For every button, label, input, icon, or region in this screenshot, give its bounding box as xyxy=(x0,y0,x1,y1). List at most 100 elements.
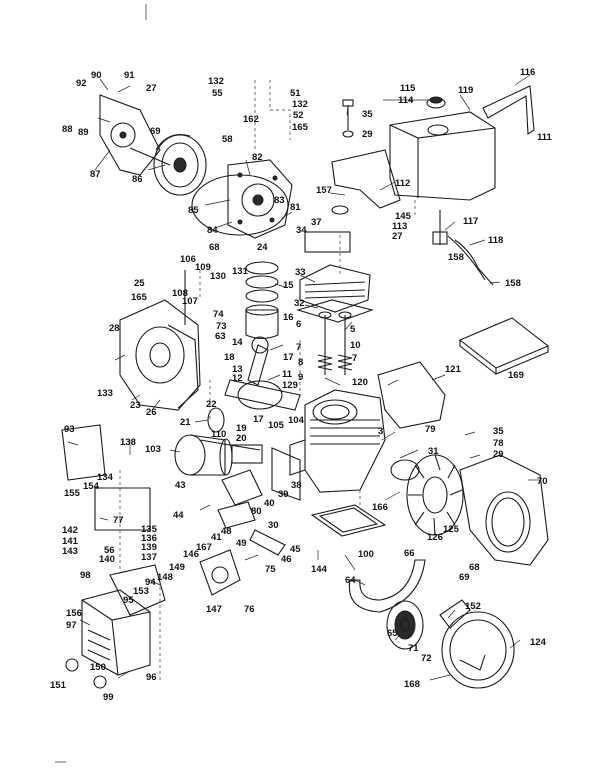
label-90: 90 xyxy=(91,70,102,81)
label-150: 150 xyxy=(90,662,106,673)
label-149: 149 xyxy=(169,562,185,573)
label-133: 133 xyxy=(97,388,113,399)
label-116: 116 xyxy=(520,67,535,78)
label-76: 76 xyxy=(244,604,255,615)
label-165: 165 xyxy=(292,122,309,133)
label-78: 78 xyxy=(493,438,504,449)
label-168: 168 xyxy=(404,679,420,690)
label-103: 103 xyxy=(145,444,161,455)
label-41: 41 xyxy=(211,532,222,543)
label-83: 83 xyxy=(274,195,285,206)
label-28: 28 xyxy=(109,323,120,334)
air-cleaner xyxy=(65,589,151,689)
crankshaft xyxy=(199,336,301,451)
label-120: 120 xyxy=(352,377,368,388)
label-146: 146 xyxy=(183,549,199,560)
backplate xyxy=(227,159,293,239)
label-93: 93 xyxy=(64,424,75,435)
part-labels: 90 91 92 27 88 89 69 87 86 85 84 68 82 8… xyxy=(50,67,553,703)
label-145: 145 xyxy=(395,211,412,222)
label-85: 85 xyxy=(188,205,199,216)
label-89: 89 xyxy=(78,127,89,138)
label-158b: 158 xyxy=(505,278,521,289)
carburetor xyxy=(199,447,301,596)
label-108: 108 xyxy=(172,288,188,299)
label-16: 16 xyxy=(283,312,294,323)
label-119: 119 xyxy=(458,85,473,96)
label-69: 69 xyxy=(150,126,161,137)
label-99: 99 xyxy=(103,692,114,703)
label-84: 84 xyxy=(207,225,218,236)
label-105: 105 xyxy=(268,420,285,431)
label-81: 81 xyxy=(290,202,301,213)
label-70: 70 xyxy=(537,476,548,487)
label-110: 110 xyxy=(211,429,226,440)
label-139: 139 xyxy=(141,542,157,553)
label-106: 106 xyxy=(180,254,196,265)
label-137: 137 xyxy=(141,552,157,563)
label-82: 82 xyxy=(252,152,263,163)
label-72: 72 xyxy=(421,653,432,664)
label-117: 117 xyxy=(463,216,478,227)
label-34: 34 xyxy=(296,225,307,236)
label-3: 3 xyxy=(378,426,383,437)
label-153: 153 xyxy=(133,586,149,597)
recoil-starter xyxy=(439,599,515,689)
label-27: 27 xyxy=(146,83,157,94)
crankcase-cover xyxy=(119,270,201,411)
fuel-tank xyxy=(389,85,535,286)
label-17b: 17 xyxy=(253,414,264,425)
label-147: 147 xyxy=(206,604,222,615)
cylinder-head xyxy=(296,264,374,323)
cylinder-block xyxy=(289,389,386,493)
label-80: 80 xyxy=(251,506,262,517)
label-68b: 68 xyxy=(469,562,480,573)
label-27b: 27 xyxy=(392,231,403,242)
label-46: 46 xyxy=(281,554,292,565)
label-109: 109 xyxy=(195,262,211,273)
muffler xyxy=(174,434,263,476)
label-8: 8 xyxy=(298,357,303,368)
label-22: 22 xyxy=(206,399,217,410)
label-131: 131 xyxy=(232,266,249,277)
label-6: 6 xyxy=(296,319,301,330)
deflector xyxy=(348,559,426,613)
label-33: 33 xyxy=(295,267,306,278)
label-7a: 7 xyxy=(296,342,301,353)
label-44: 44 xyxy=(173,510,184,521)
piston-rings xyxy=(245,261,279,340)
label-45: 45 xyxy=(290,544,301,555)
base-plate xyxy=(310,504,387,537)
label-95: 95 xyxy=(123,595,134,606)
label-39: 39 xyxy=(278,489,289,500)
label-141: 141 xyxy=(62,536,79,547)
label-114: 114 xyxy=(398,95,414,106)
label-40: 40 xyxy=(264,498,275,509)
label-130: 130 xyxy=(210,271,226,282)
label-65: 65 xyxy=(387,628,398,639)
label-12: 12 xyxy=(232,373,243,384)
label-31: 31 xyxy=(428,446,439,457)
label-32: 32 xyxy=(294,298,305,309)
label-124: 124 xyxy=(530,637,547,648)
label-125: 125 xyxy=(443,524,460,535)
label-29b: 29 xyxy=(493,449,504,460)
label-167: 167 xyxy=(196,542,212,553)
label-75: 75 xyxy=(265,564,276,575)
label-121: 121 xyxy=(445,364,462,375)
bracket-left xyxy=(61,424,166,616)
label-15: 15 xyxy=(283,280,294,291)
label-144: 144 xyxy=(311,564,328,575)
label-74: 74 xyxy=(213,309,224,320)
label-21: 21 xyxy=(180,417,191,428)
label-152: 152 xyxy=(465,601,481,612)
label-169: 169 xyxy=(508,370,524,381)
label-111: 111 xyxy=(537,132,553,143)
label-157: 157 xyxy=(316,185,332,196)
heat-shield xyxy=(377,361,446,429)
label-97: 97 xyxy=(66,620,77,631)
label-132a: 132 xyxy=(208,76,224,87)
label-51: 51 xyxy=(290,88,301,99)
label-13: 13 xyxy=(232,364,243,375)
